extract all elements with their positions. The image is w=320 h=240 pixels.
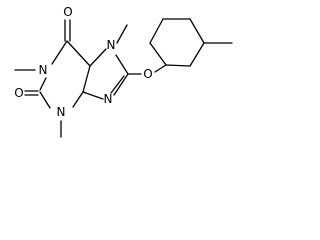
bond-n3-c4 <box>72 91 84 108</box>
bond-c8-n9 <box>113 73 129 96</box>
atom-o-ether: O <box>143 67 152 81</box>
bond-cy5-cy6 <box>189 42 205 67</box>
atom-n-bottom-right: N <box>104 92 113 106</box>
bond-lines <box>14 18 233 138</box>
bond-n7-methyl <box>116 24 128 44</box>
bond-c6-n1 <box>51 40 68 65</box>
atom-n-bottom: N <box>57 105 66 119</box>
bond-n7-c8 <box>115 54 129 75</box>
atom-labels: O N N O O N N <box>14 5 152 119</box>
bond-cy1-cy2 <box>149 42 167 66</box>
bond-o-ether-cyclohexyl <box>154 64 167 73</box>
bond-c4-c5 <box>82 65 91 93</box>
bond-c5-n7 <box>89 48 107 67</box>
bond-n1-c2 <box>39 77 47 91</box>
bond-c5-c6 <box>66 40 91 67</box>
bond-cy2-cy3 <box>149 18 164 44</box>
bond-n9-c4 <box>82 91 104 100</box>
bond-c2-n3 <box>39 91 51 109</box>
atom-n-top-right: N <box>107 38 116 52</box>
molecule-diagram: O N N O O N N <box>14 5 233 138</box>
atom-n-left: N <box>39 63 48 77</box>
atom-o-bottom: O <box>14 86 23 100</box>
bond-cy4-cy5 <box>189 18 205 44</box>
bond-cy6-cy1 <box>165 64 191 67</box>
bond-c8-n9-double <box>110 75 125 94</box>
atom-o-top: O <box>63 5 72 19</box>
